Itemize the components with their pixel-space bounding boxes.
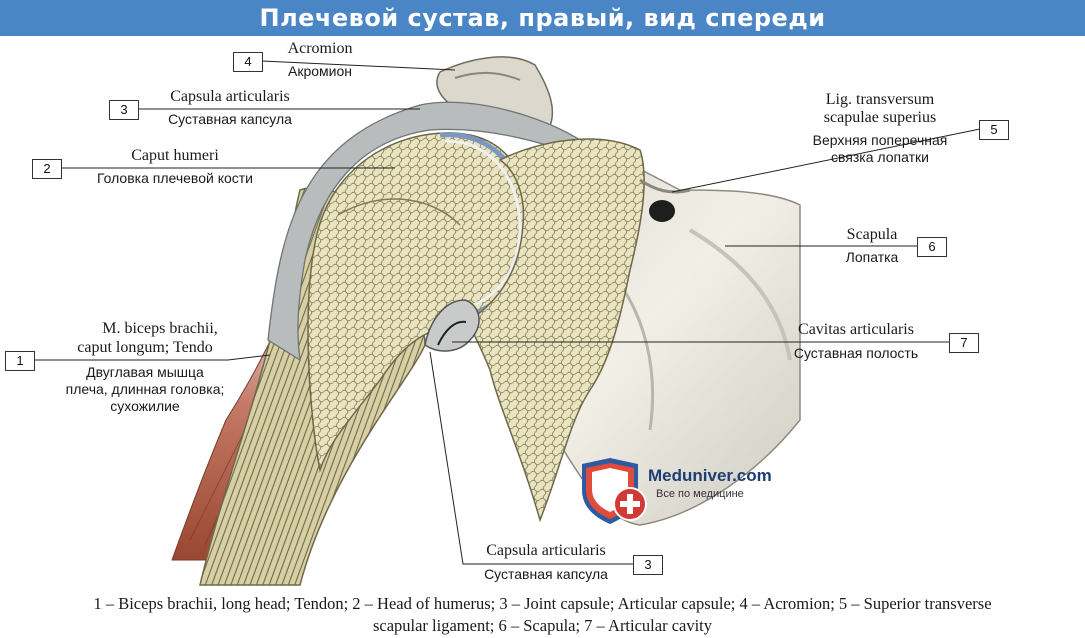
label-2-latin: Caput humeri — [131, 147, 219, 164]
label-number-3-top: 3 — [109, 100, 139, 120]
caption-line-2: scapular ligament; 6 – Scapula; 7 – Arti… — [372, 616, 713, 635]
label-5-latin-line2: scapulae superius — [823, 109, 937, 126]
figure-caption: 1 – Biceps brachii, long head; Tendon; 2… — [0, 593, 1085, 637]
label-number-1: 1 — [5, 351, 35, 371]
label-number-4: 4 — [233, 52, 263, 72]
watermark: Meduniver.com Все по медицине — [578, 456, 798, 526]
label-number-3-bottom: 3 — [633, 555, 663, 575]
shoulder-joint-illustration — [35, 56, 981, 586]
label-number-7: 7 — [949, 333, 979, 353]
label-1-russian-line3: сухожилие — [110, 398, 180, 414]
label-6-russian: Лопатка — [845, 249, 899, 265]
label-1-latin-line1: M. biceps brachii, — [102, 320, 218, 337]
label-7-latin: Cavitas articularis — [798, 321, 914, 338]
watermark-name: Meduniver.com — [648, 466, 772, 485]
label-5-latin-line1: Lig. transversum — [825, 91, 935, 108]
label-3-bottom-russian: Суставная капсула — [484, 566, 608, 582]
label-6-latin: Scapula — [846, 226, 898, 243]
label-1-russian-line1: Двуглавая мышца — [86, 364, 204, 380]
label-2-russian: Головка плечевой кости — [96, 170, 253, 186]
label-7-russian: Суставная полость — [793, 345, 919, 361]
watermark-tagline: Все по медицине — [656, 488, 744, 500]
glenoid-region — [469, 138, 645, 523]
title-bar: Плечевой сустав, правый, вид спереди — [0, 0, 1085, 36]
label-5-russian-line2: связка лопатки — [831, 149, 929, 165]
label-1-latin-line2: caput longum; Tendo — [77, 339, 213, 356]
label-number-6: 6 — [917, 237, 947, 257]
label-3-top-latin: Capsula articularis — [170, 88, 290, 105]
shield-cross-icon — [582, 458, 647, 524]
suprascapular-foramen — [649, 200, 675, 222]
label-4-latin: Acromion — [287, 40, 353, 57]
label-number-2: 2 — [32, 159, 62, 179]
label-3-top-russian: Суставная капсула — [168, 111, 292, 127]
label-5-russian-line1: Верхняя поперечная — [812, 132, 948, 148]
label-1-russian-line2: плеча, длинная головка; — [65, 381, 225, 397]
caption-line-1: 1 – Biceps brachii, long head; Tendon; 2… — [93, 594, 992, 613]
label-number-5: 5 — [979, 120, 1009, 140]
leader-lines — [35, 60, 981, 565]
label-3-bottom-latin: Capsula articularis — [486, 542, 606, 559]
label-4-russian: Акромион — [288, 63, 352, 79]
page-title: Плечевой сустав, правый, вид спереди — [259, 4, 826, 32]
